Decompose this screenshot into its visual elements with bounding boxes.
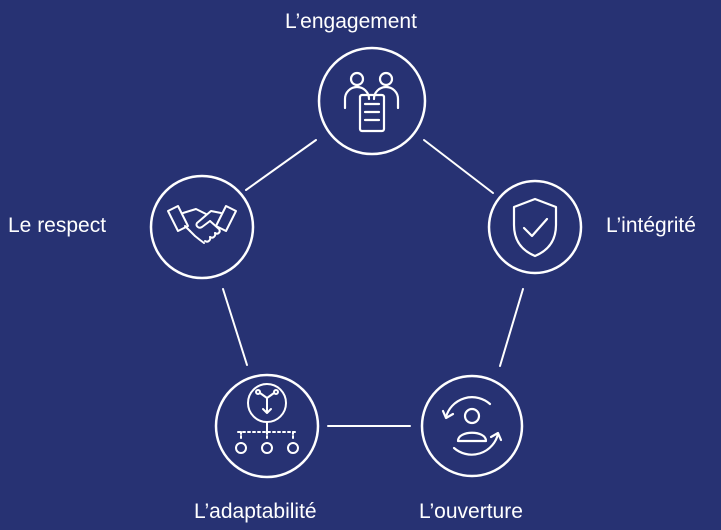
edge-respect-engagement	[245, 139, 317, 191]
shield-check-icon	[512, 197, 558, 258]
people-document-icon	[343, 71, 400, 133]
node-engagement	[317, 46, 427, 156]
branching-icon	[235, 383, 299, 454]
node-adaptabilite	[214, 373, 320, 479]
node-ouverture	[420, 374, 524, 478]
node-respect	[149, 174, 255, 280]
handshake-icon	[167, 205, 237, 244]
label-integrite: L’intégrité	[606, 214, 696, 237]
person-cycle-icon	[441, 396, 503, 456]
node-integrite	[487, 179, 583, 275]
edge-integrite-ouverture	[499, 288, 524, 367]
label-engagement: L’engagement	[285, 10, 417, 33]
label-respect: Le respect	[8, 214, 107, 237]
label-adaptabilite: L’adaptabilité	[194, 500, 317, 523]
edge-adaptabilite-respect	[222, 288, 248, 366]
edge-engagement-integrite	[423, 139, 494, 194]
label-ouverture: L’ouverture	[419, 500, 523, 523]
